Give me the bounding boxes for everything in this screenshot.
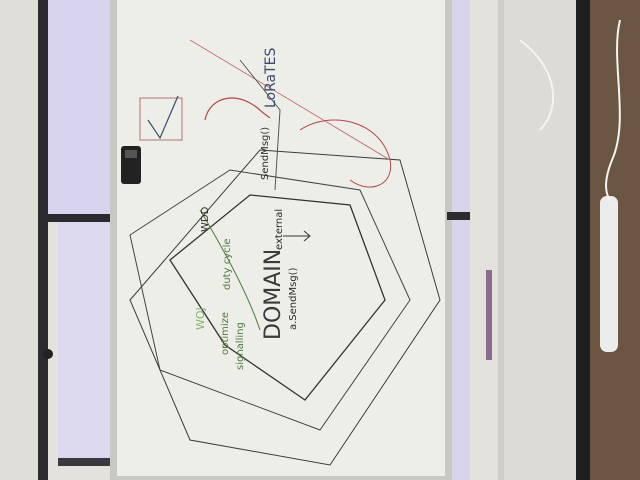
inner-hexagon [169,194,386,401]
eraser-handle [125,150,137,158]
wall-handle-icon [43,349,53,359]
middle-hexagon [129,169,411,431]
power-cable [519,19,621,201]
blind-pull-cylinder [600,196,618,352]
right-window-strip [452,0,470,480]
green-arc [199,209,261,331]
blinds-edge [498,0,504,480]
right-window-bar [447,212,471,220]
window-mullion [576,0,590,480]
label-external: external [274,209,285,250]
label-send-msg-top: SendMsg() [260,127,271,180]
adapter-box [139,97,183,141]
red-diagonal [189,39,391,161]
red-arrow-upper [204,97,271,121]
right-wall [470,0,500,480]
lorates-connector [239,59,281,191]
window-blinds [500,0,578,480]
label-domain: DOMAIN [261,249,286,340]
red-loop [299,119,392,188]
label-woj: WOJ [194,307,207,330]
label-signalling: signalling [235,322,246,370]
outer-hexagon [129,149,441,466]
left-window-pane-top [48,0,114,215]
label-lorates: LoRaTES [263,47,279,108]
adapter-check-mark [147,95,179,140]
left-window-frame [38,0,48,480]
left-window-crossbar [48,214,118,222]
label-duty-cycle: duty cycle [222,238,233,290]
board-handwriting: DOMAIN LoRaTES optimize duty cycle signa… [194,47,299,370]
external-arrow-icon [283,230,311,242]
right-shelf-items [486,270,492,360]
left-window-pane-bottom [58,222,114,460]
left-wall-post [0,0,38,480]
label-send-msg-bottom: a.SendMsg() [288,267,299,330]
left-window-sill [58,458,118,466]
label-optimize: optimize [220,312,231,355]
label-wdd: WDD [200,206,211,232]
